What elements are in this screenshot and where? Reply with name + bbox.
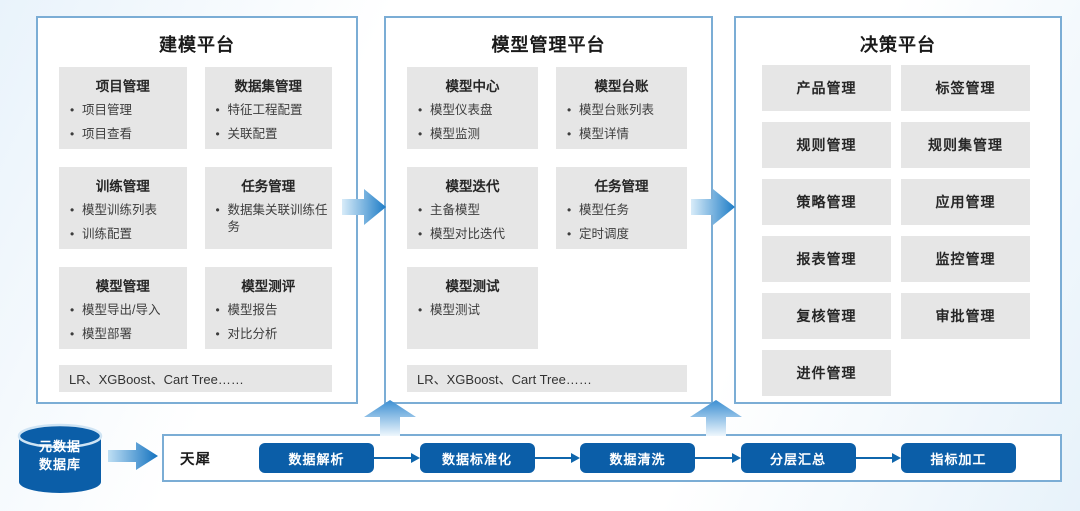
decision-tile: 规则管理 [762, 122, 891, 168]
module-item: 项目查看 [69, 126, 183, 143]
module-item: 模型训练列表 [69, 202, 183, 219]
database-label: 元数据 数据库 [14, 438, 106, 474]
module-box: 模型管理模型导出/导入模型部署 [59, 267, 187, 349]
module-item-list: 模型任务定时调度 [556, 202, 687, 243]
module-item: 模型监测 [417, 126, 534, 143]
decision-tile: 复核管理 [762, 293, 891, 339]
module-item-list: 模型仪表盘模型监测 [407, 102, 538, 143]
module-item: 数据集关联训练任务 [215, 202, 329, 236]
module-title: 模型台账 [594, 79, 649, 94]
decision-tile: 产品管理 [762, 65, 891, 111]
module-box: 模型测评模型报告对比分析 [204, 267, 333, 349]
module-box: 模型中心模型仪表盘模型监测 [407, 67, 538, 149]
module-box: 模型台账模型台账列表模型详情 [556, 67, 687, 149]
module-box: 任务管理数据集关联训练任务 [204, 167, 333, 249]
module-item: 项目管理 [69, 102, 183, 119]
decision-tile: 审批管理 [901, 293, 1030, 339]
module-box: 训练管理模型训练列表训练配置 [59, 167, 187, 249]
pipeline-stage: 数据清洗 [580, 443, 695, 473]
module-item-list: 模型台账列表模型详情 [556, 102, 687, 143]
database-cylinder-icon [17, 423, 103, 493]
algorithms-footer: LR、XGBoost、Cart Tree…… [59, 365, 332, 392]
module-box: 任务管理模型任务定时调度 [556, 167, 687, 249]
module-item: 模型部署 [69, 326, 183, 343]
flow-arrow-right-icon [691, 189, 735, 225]
database-label-line1: 元数据 [38, 439, 81, 454]
module-item-list: 数据集关联训练任务 [205, 202, 333, 236]
module-item: 模型任务 [566, 202, 683, 219]
panel-model-management-platform: 模型管理平台 模型中心模型仪表盘模型监测模型台账模型台账列表模型详情模型迭代主备… [384, 16, 713, 404]
module-item: 关联配置 [215, 126, 329, 143]
flow-arrow-right-icon [342, 189, 386, 225]
module-box: 模型迭代主备模型模型对比迭代 [407, 167, 538, 249]
decision-tile: 应用管理 [901, 179, 1030, 225]
stage-arrow-icon [534, 453, 580, 463]
module-item-list: 模型训练列表训练配置 [59, 202, 187, 243]
panel-modeling-platform: 建模平台 项目管理项目管理项目查看数据集管理特征工程配置关联配置训练管理模型训练… [36, 16, 358, 404]
module-item: 主备模型 [417, 202, 534, 219]
pipeline-stages: 数据解析 数据标准化 数据清洗 分层汇总 指标加工 [259, 443, 1016, 473]
module-title: 模型管理 [95, 279, 150, 294]
stage-arrow-icon [374, 453, 420, 463]
module-title: 模型迭代 [445, 179, 500, 194]
stage-arrow-icon [855, 453, 901, 463]
decision-tile: 监控管理 [901, 236, 1030, 282]
pipeline-stage: 数据解析 [259, 443, 374, 473]
module-item-list: 项目管理项目查看 [59, 102, 187, 143]
panel-title: 决策平台 [860, 35, 936, 55]
module-item-list: 模型报告对比分析 [205, 302, 333, 343]
module-item: 模型报告 [215, 302, 329, 319]
panel-title: 模型管理平台 [491, 35, 606, 55]
module-title: 模型测评 [241, 279, 296, 294]
module-item: 模型测试 [417, 302, 534, 319]
module-item: 对比分析 [215, 326, 329, 343]
module-grid: 模型中心模型仪表盘模型监测模型台账模型台账列表模型详情模型迭代主备模型模型对比迭… [407, 67, 687, 349]
module-title: 任务管理 [594, 179, 649, 194]
decision-tile: 策略管理 [762, 179, 891, 225]
module-item: 模型详情 [566, 126, 683, 143]
pipeline-stage: 指标加工 [901, 443, 1016, 473]
decision-tile: 标签管理 [901, 65, 1030, 111]
algorithms-footer: LR、XGBoost、Cart Tree…… [407, 365, 687, 392]
data-pipeline-panel: 天犀 数据解析 数据标准化 数据清洗 分层汇总 指标加工 [162, 434, 1062, 482]
module-box: 项目管理项目管理项目查看 [59, 67, 187, 149]
module-item: 模型导出/导入 [69, 302, 183, 319]
module-box: 数据集管理特征工程配置关联配置 [204, 67, 333, 149]
stage-arrow-icon [695, 453, 741, 463]
tile-grid: 产品管理标签管理规则管理规则集管理策略管理应用管理报表管理监控管理复核管理审批管… [762, 65, 1030, 396]
module-title: 项目管理 [95, 79, 150, 94]
flow-arrow-right-icon [108, 442, 158, 470]
module-title: 训练管理 [95, 179, 150, 194]
decision-tile: 报表管理 [762, 236, 891, 282]
panel-title: 建模平台 [159, 35, 235, 55]
pipeline-system-label: 天犀 [180, 451, 211, 468]
module-item: 定时调度 [566, 226, 683, 243]
module-grid: 项目管理项目管理项目查看数据集管理特征工程配置关联配置训练管理模型训练列表训练配… [59, 67, 332, 349]
flow-arrow-up-icon [364, 400, 416, 436]
module-item-list: 主备模型模型对比迭代 [407, 202, 538, 243]
module-title: 模型测试 [445, 279, 500, 294]
pipeline-stage: 数据标准化 [419, 443, 535, 473]
module-item-list: 模型测试 [407, 302, 538, 319]
module-item: 模型台账列表 [566, 102, 683, 119]
module-item-list: 特征工程配置关联配置 [205, 102, 333, 143]
database-label-line2: 数据库 [38, 457, 81, 472]
decision-tile: 规则集管理 [901, 122, 1030, 168]
module-box: 模型测试模型测试 [407, 267, 538, 349]
panel-decision-platform: 决策平台 产品管理标签管理规则管理规则集管理策略管理应用管理报表管理监控管理复核… [734, 16, 1062, 404]
module-item: 特征工程配置 [215, 102, 329, 119]
module-title: 模型中心 [445, 79, 500, 94]
module-item: 训练配置 [69, 226, 183, 243]
module-title: 任务管理 [241, 179, 296, 194]
module-title: 数据集管理 [234, 79, 303, 94]
pipeline-stage: 分层汇总 [740, 443, 856, 473]
flow-arrow-up-icon [690, 400, 742, 436]
module-item-list: 模型导出/导入模型部署 [59, 302, 187, 343]
decision-tile: 进件管理 [762, 350, 891, 396]
module-item: 模型对比迭代 [417, 226, 534, 243]
module-item: 模型仪表盘 [417, 102, 534, 119]
